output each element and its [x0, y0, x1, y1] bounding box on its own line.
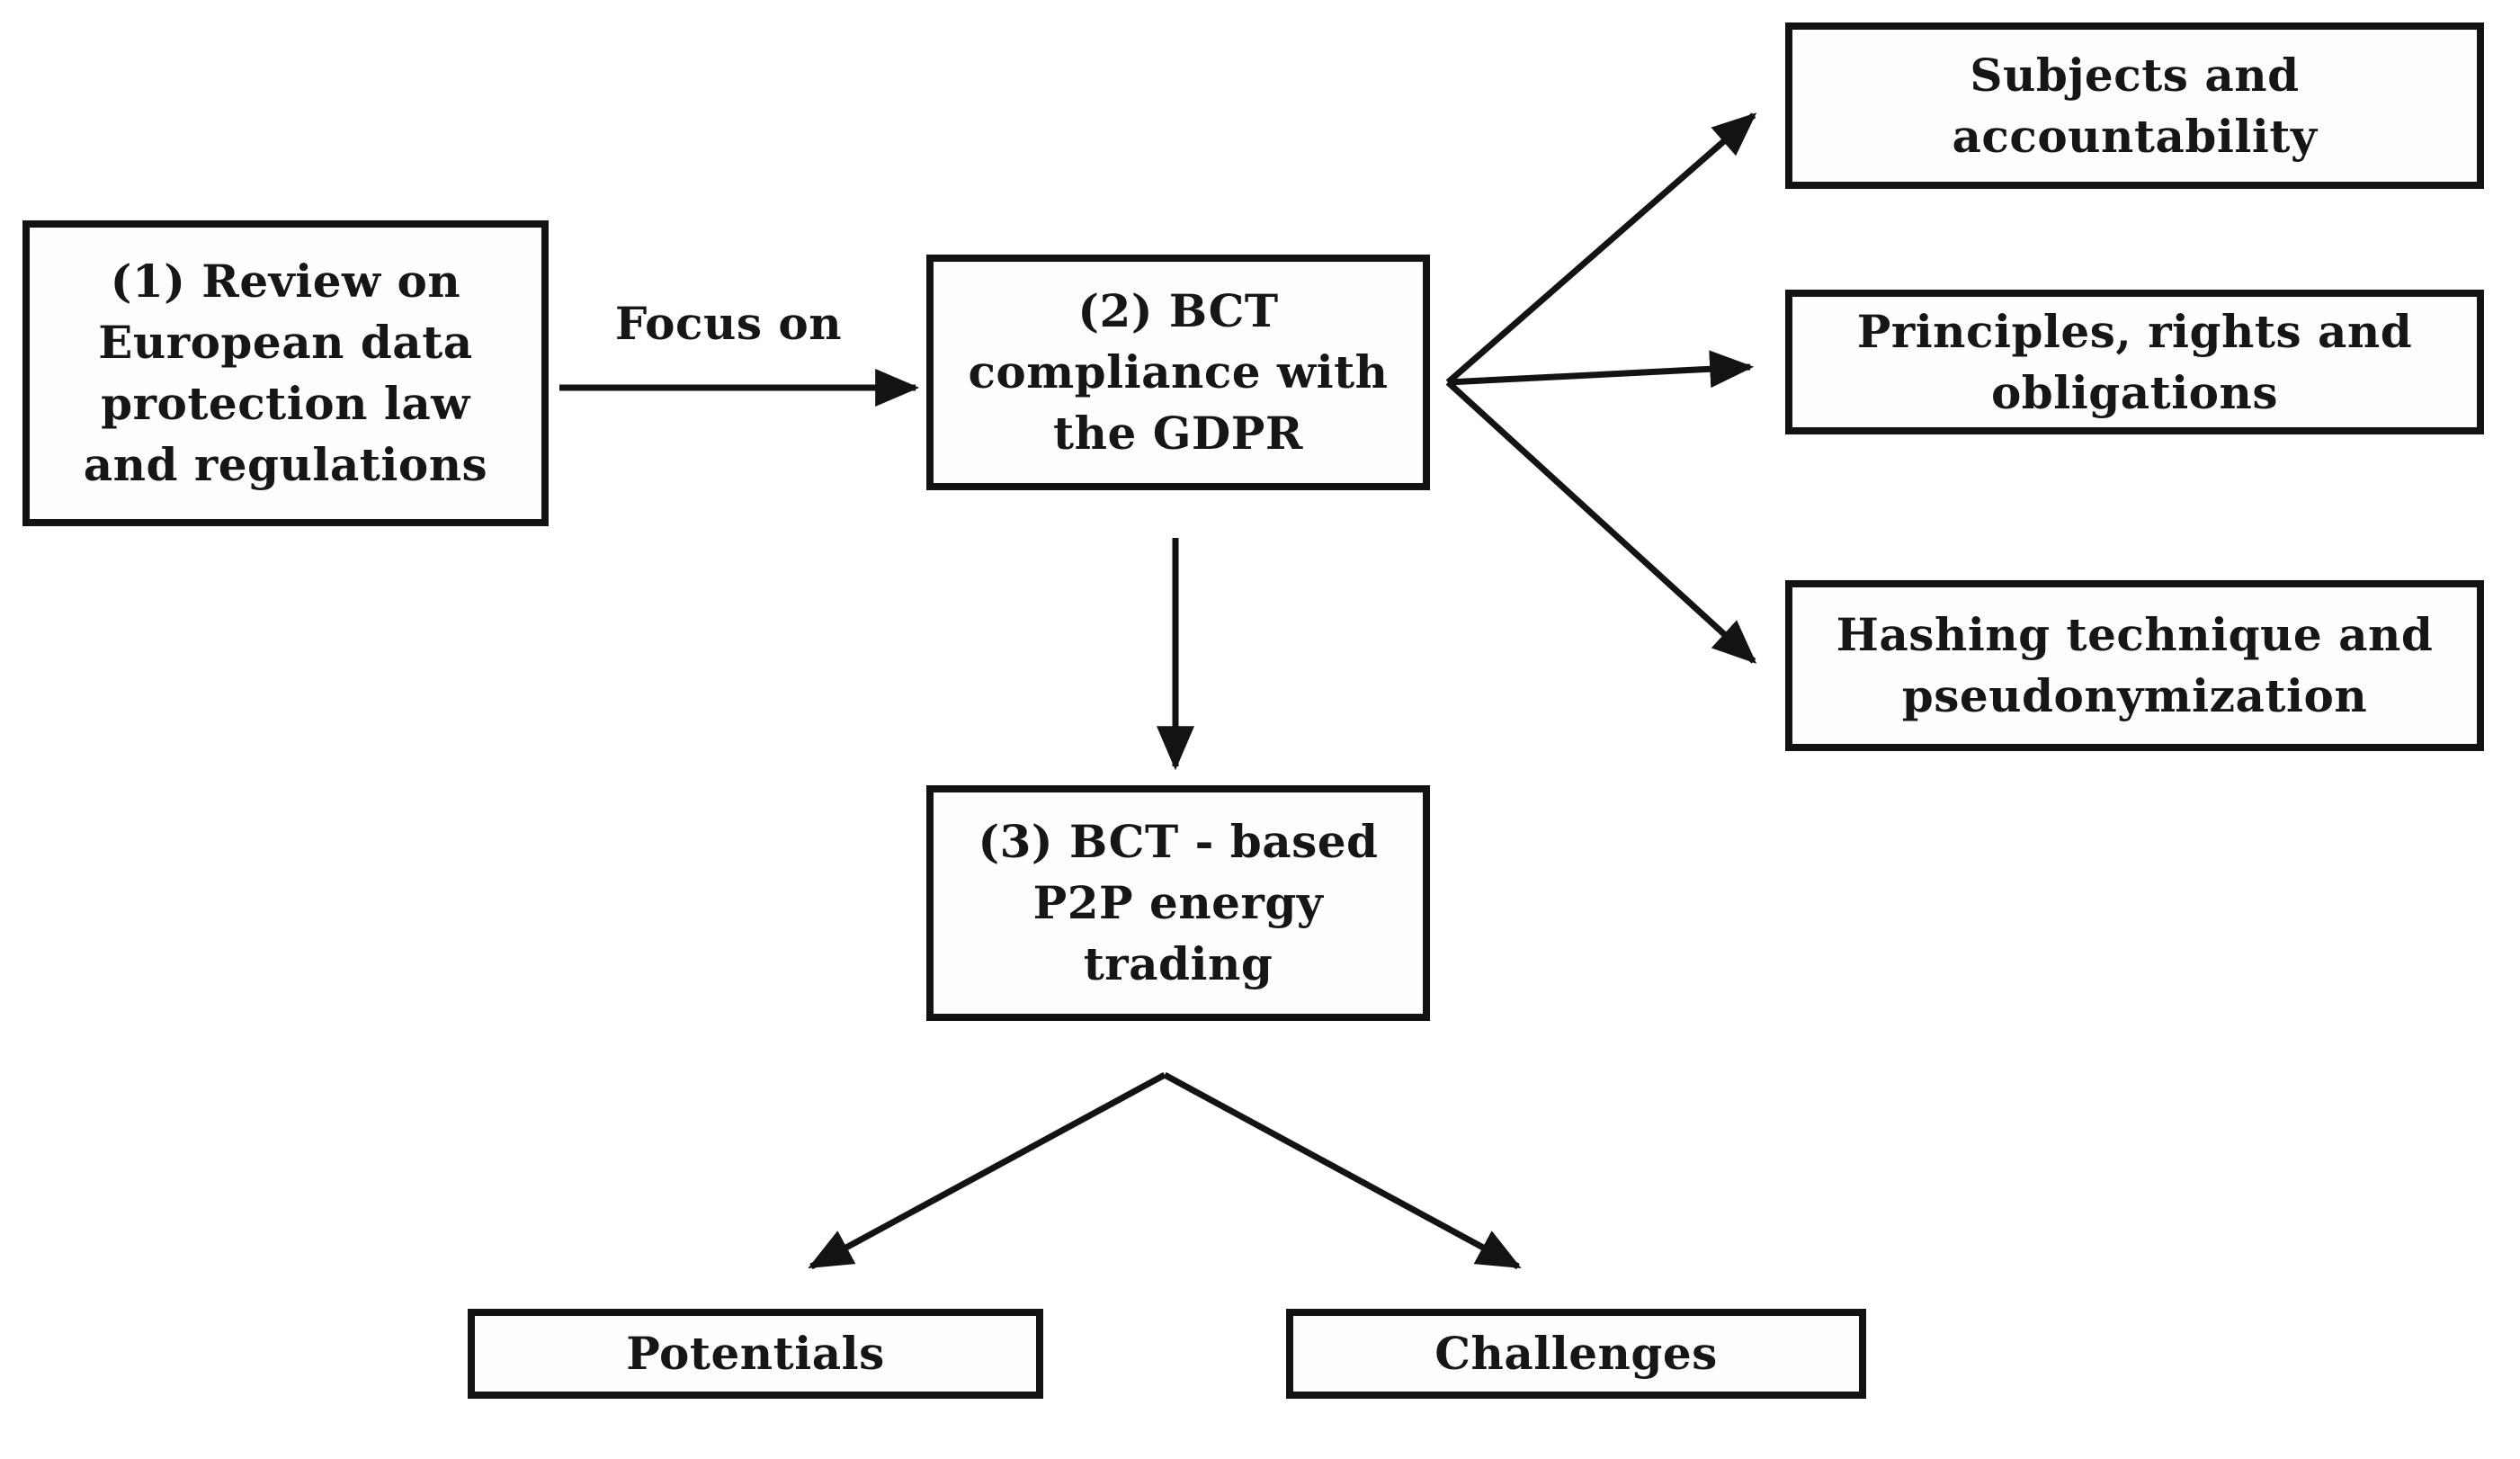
arrow-bctgdpr-to-subjects [1445, 112, 1757, 385]
arrow-bctp2p-to-challenges [1163, 1071, 1522, 1270]
arrow-bctgdpr-to-hashing [1445, 380, 1757, 664]
node-subjects-label: Subjects and accountability [1952, 48, 2318, 163]
node-bct-p2p-box: (3) BCT - based P2P energy trading [926, 785, 1430, 1021]
node-hashing-box: Hashing technique and pseudonymization [1785, 580, 2484, 751]
arrow-bctgdpr-to-principles [1447, 350, 1755, 389]
node-bct-gdpr-label: (2) BCT compliance with the GDPR [968, 284, 1389, 460]
node-principles-label: Principles, rights and obligations [1856, 304, 2413, 419]
node-review-box: (1) Review on European data protection l… [22, 220, 549, 526]
node-potentials-label: Potentials [626, 1327, 885, 1380]
node-bct-gdpr-box: (2) BCT compliance with the GDPR [926, 255, 1430, 490]
arrow-bctp2p-to-potentials [808, 1071, 1166, 1270]
node-review-label: (1) Review on European data protection l… [83, 255, 488, 491]
node-potentials-box: Potentials [468, 1309, 1043, 1399]
node-bct-p2p-label: (3) BCT - based P2P energy trading [978, 815, 1379, 990]
edge-label-focus-on: Focus on [614, 297, 843, 350]
node-subjects-box: Subjects and accountability [1785, 22, 2484, 189]
node-principles-box: Principles, rights and obligations [1785, 290, 2484, 434]
node-challenges-box: Challenges [1286, 1309, 1866, 1399]
node-hashing-label: Hashing technique and pseudonymization [1836, 608, 2434, 722]
node-challenges-label: Challenges [1434, 1327, 1718, 1380]
